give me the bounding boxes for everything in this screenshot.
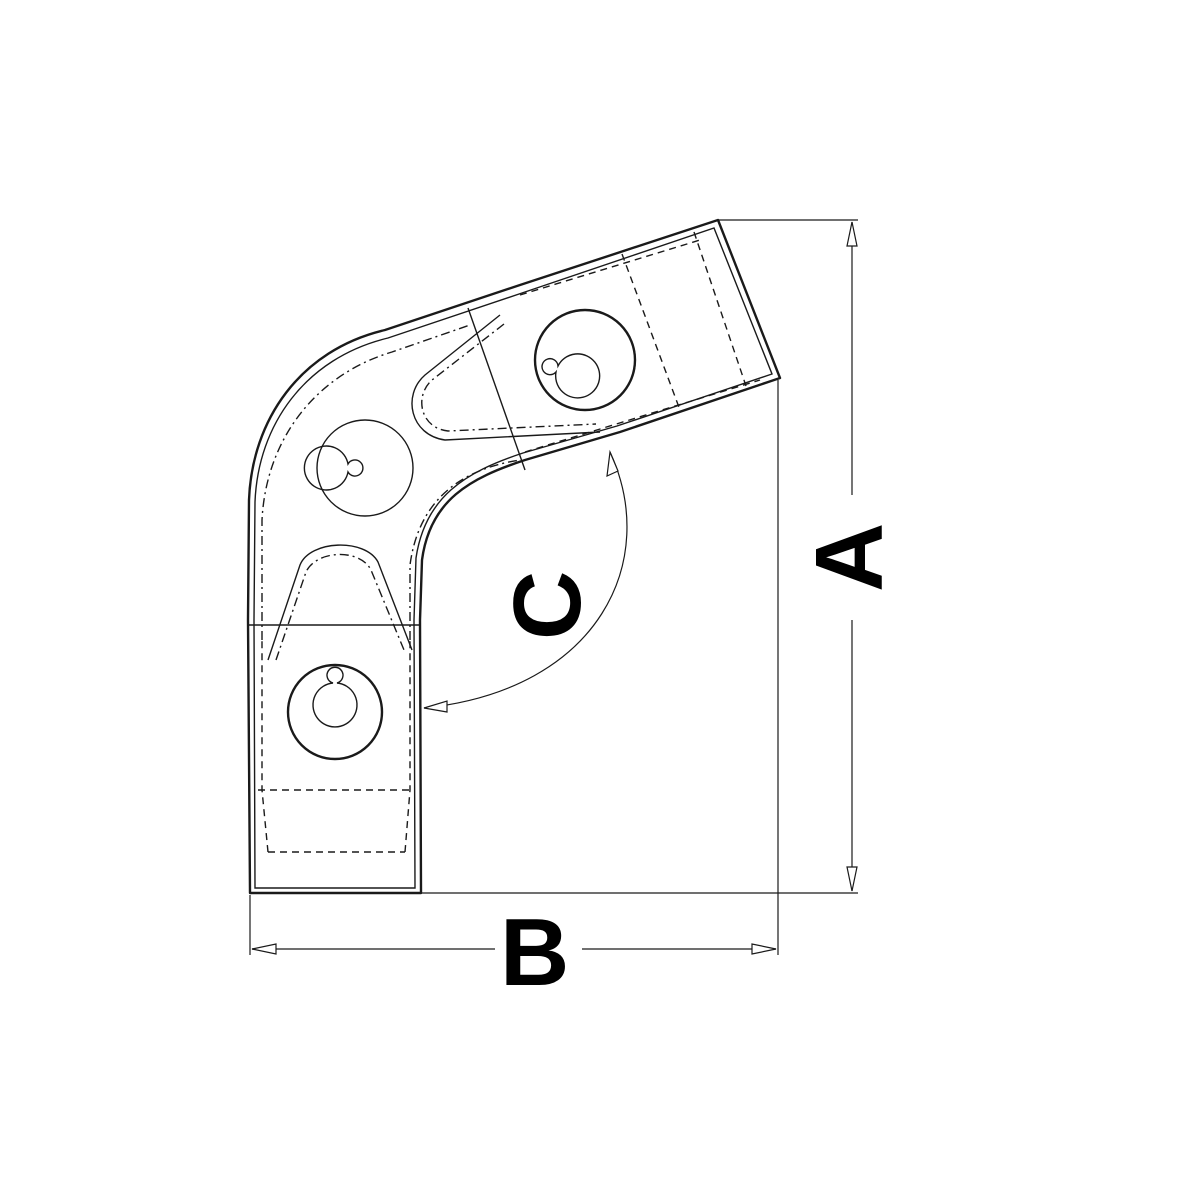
screw-hole-upper [533, 308, 637, 412]
dimension-b-arrow-left [251, 943, 277, 955]
lower-tube-side-right [404, 640, 411, 853]
fitting-body [246, 218, 782, 895]
dimension-b: B [249, 380, 779, 1006]
upper-tube-bottom-edge [524, 379, 761, 453]
dimension-c-arc [423, 451, 628, 709]
dimension-a-label: A [796, 523, 903, 592]
dimension-b-label: B [500, 899, 569, 1006]
upper-tongue [411, 314, 601, 441]
fitting-inner-outline [253, 227, 773, 889]
upper-tongue-dash [421, 323, 597, 432]
upper-tube-divider [467, 307, 526, 471]
dimension-a: A [420, 219, 903, 894]
lower-tongue [267, 544, 413, 661]
lower-tube-side-left [261, 640, 269, 853]
bend-hidden-inner [409, 459, 521, 640]
dimension-a-arrow-top [846, 221, 858, 247]
dimension-c-arrow-bottom [423, 700, 448, 713]
upper-tube-band [621, 253, 681, 411]
dimension-b-arrow-right [751, 943, 777, 955]
upper-tube-band-2 [693, 231, 747, 387]
screw-hole-middle [303, 419, 414, 517]
lower-tongue-dash [275, 553, 405, 661]
screw-hole-lower [286, 663, 384, 761]
bend-hidden-outer [261, 324, 471, 640]
upper-tube-top-edge [519, 239, 701, 296]
fitting-outline [246, 218, 782, 895]
dimension-c: C [423, 449, 628, 713]
dimension-a-arrow-bottom [846, 866, 858, 892]
dimension-c-label: C [494, 571, 601, 640]
dimension-c-arrow-top [606, 449, 619, 477]
